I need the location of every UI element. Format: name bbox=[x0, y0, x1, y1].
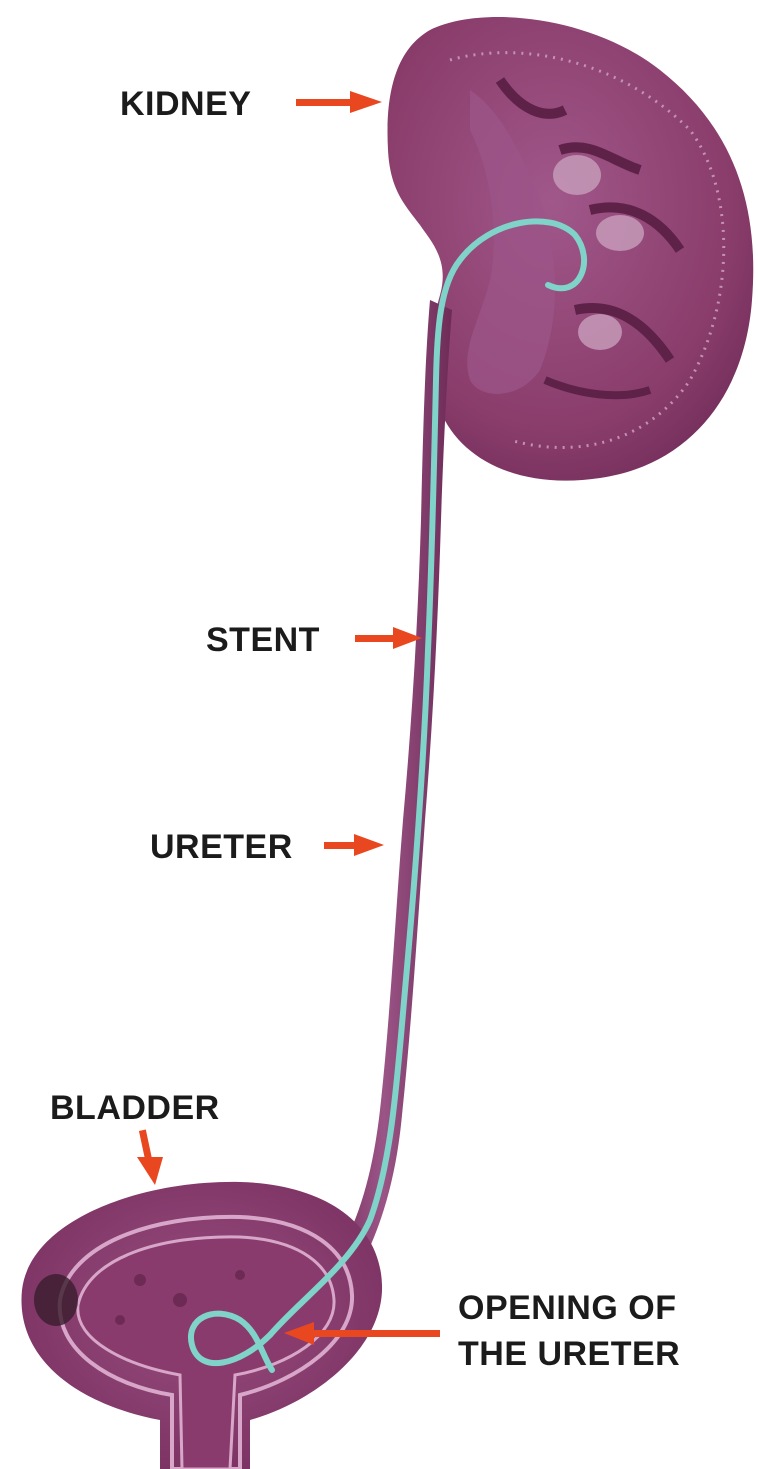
stent-label: STENT bbox=[206, 619, 320, 661]
bladder-label: BLADDER bbox=[50, 1087, 220, 1129]
ureter-arrow bbox=[324, 834, 384, 856]
stent-arrow bbox=[355, 627, 422, 649]
ureter-label: URETER bbox=[150, 826, 293, 868]
kidney-arrow bbox=[296, 91, 382, 113]
ureter-opening-label: OPENING OF THE URETER bbox=[458, 1285, 680, 1377]
ureter-opening-label-line2: THE URETER bbox=[458, 1331, 680, 1377]
bladder-arrow bbox=[137, 1129, 163, 1185]
ureter-opening-label-line1: OPENING OF bbox=[458, 1285, 680, 1331]
bladder-shape bbox=[21, 1182, 382, 1469]
kidney-label: KIDNEY bbox=[120, 83, 251, 125]
